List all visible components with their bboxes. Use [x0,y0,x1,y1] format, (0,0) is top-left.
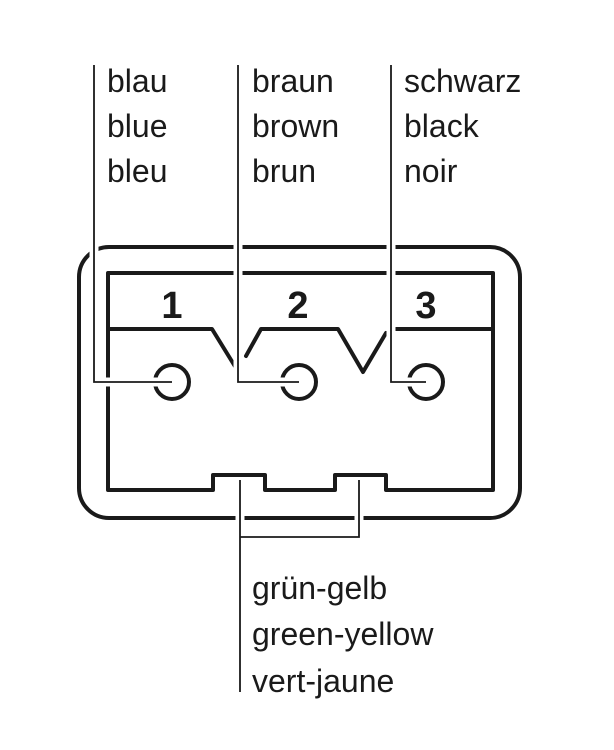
ground-wire-label: grün-gelb green-yellow vert-jaune [252,570,434,699]
label-de: braun [252,63,334,99]
label-de: blau [107,63,168,99]
pin-2-number: 2 [287,285,308,327]
leader-line-pin-3 [390,65,426,383]
pin-divider-key [106,327,495,374]
label-en: green-yellow [252,616,434,652]
pin-1-number: 1 [161,285,182,327]
leader-line-ground [239,480,360,692]
wire-label-2: braun brown brun [252,63,339,189]
wire-label-1: blau blue bleu [107,63,168,189]
label-de: schwarz [404,63,521,99]
connector-inner-frame [106,271,495,492]
leader-line-pin-1 [93,65,172,383]
label-de: grün-gelb [252,570,387,606]
label-fr: bleu [107,153,168,189]
label-en: brown [252,108,339,144]
connector-outer-housing [77,245,522,520]
label-fr: noir [404,153,458,189]
leader-line-halos [89,240,414,560]
label-en: black [404,108,480,144]
pin-3-number: 3 [415,285,436,327]
label-fr: brun [252,153,316,189]
label-fr: vert-jaune [252,663,394,699]
wire-label-3: schwarz black noir [404,63,521,189]
leader-line-pin-2 [237,65,299,383]
label-en: blue [107,108,168,144]
